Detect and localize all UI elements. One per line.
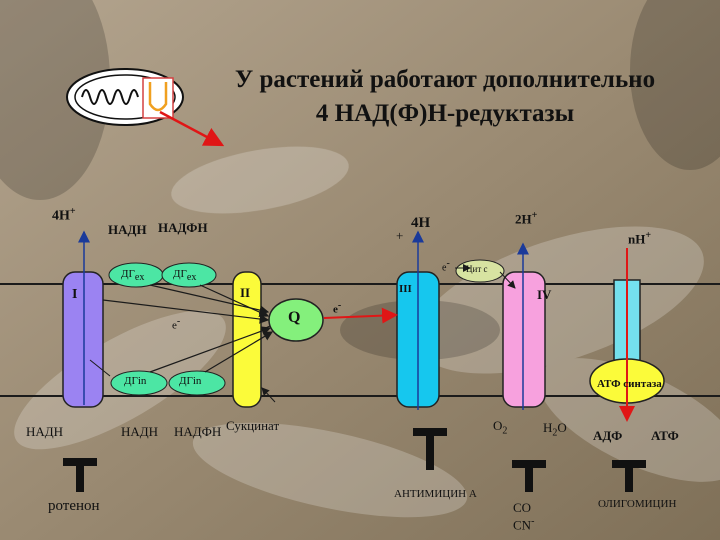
electron-right-label: e- [333, 300, 342, 316]
nadph-in-label: НАДФН [174, 424, 222, 439]
adp-label: АДФ [593, 428, 623, 443]
e-arrow-IV [499, 271, 516, 289]
dehydrogenase-ex-2 [161, 262, 217, 288]
complex-IV [502, 271, 546, 408]
oligomycin-label: ОЛИГОМИЦИН [598, 498, 677, 510]
atp-synthase-label: АТФ синтаза [597, 378, 662, 390]
h4-top-left-label: 4H+ [52, 206, 76, 224]
complex-II-label: II [240, 285, 251, 300]
succinate-label: Сукцинат [226, 418, 280, 433]
complex-IV-label: IV [537, 287, 552, 302]
dg-in-2-label: ДГin [179, 375, 202, 387]
inner-membrane-line [0, 395, 720, 397]
inhibitor-antimycin-symbol [413, 428, 447, 470]
e-arrow-dgex2 [199, 284, 270, 317]
electron-left-label: e- [172, 316, 181, 332]
mitochondrion-icon [66, 68, 184, 126]
inhibitor-rotenone-symbol [63, 458, 97, 492]
e-arrow-I [102, 299, 270, 324]
dehydrogenase-in-1 [110, 370, 168, 396]
complex-III-label: III [399, 283, 412, 295]
dg-in-1-label: ДГin [124, 375, 147, 387]
e-arrow-dgin1 [149, 326, 272, 373]
slide-title-line1: У растений работают дополнительно [234, 66, 656, 93]
complex-I [62, 271, 104, 408]
atp-label: АТФ [651, 428, 679, 443]
cyt-c-label: Цит c [466, 264, 488, 274]
co-label: CO [513, 500, 532, 515]
nadph-ex-label: НАДФН [158, 220, 208, 235]
o2-label: O2 [493, 418, 508, 437]
nadh-in-label: НАДН [121, 424, 159, 439]
dg-ex-2-label: ДГex [173, 268, 197, 284]
inhibitor-oligomycin-symbol [612, 460, 646, 492]
e-arrow-Q-III [323, 307, 398, 324]
h2o-label: H2O [543, 420, 567, 439]
electron-cyt-label: e- [442, 258, 450, 274]
inhibitor-cyanide-symbol [512, 460, 546, 492]
nadh-arrow [89, 359, 111, 377]
succinate-arrow [261, 387, 276, 403]
slide-title-line2: 4 НАД(Ф)Н-редуктазы [315, 100, 575, 127]
dehydrogenase-in-2 [168, 370, 226, 396]
nadh-left-label: НАДН [26, 424, 64, 439]
h4-iii-label: 4H [411, 215, 431, 231]
plus-label: + [396, 228, 404, 243]
outer-membrane-line [0, 283, 720, 285]
nadh-ex-label: НАДН [108, 222, 147, 237]
cn-label: CN- [513, 516, 535, 533]
nh-label: nH+ [628, 230, 652, 247]
e-arrow-dgin2 [204, 331, 274, 373]
complex-I-label: I [72, 287, 78, 302]
h2-label: 2H+ [515, 210, 538, 227]
dg-ex-1-label: ДГex [121, 268, 145, 284]
zoom-arrow [159, 110, 225, 147]
Q-label: Q [288, 309, 301, 326]
rotenone-label: ротенон [48, 498, 100, 514]
antimycin-label: АНТИМИЦИН А [394, 488, 477, 500]
e-arrow-II [260, 325, 271, 331]
